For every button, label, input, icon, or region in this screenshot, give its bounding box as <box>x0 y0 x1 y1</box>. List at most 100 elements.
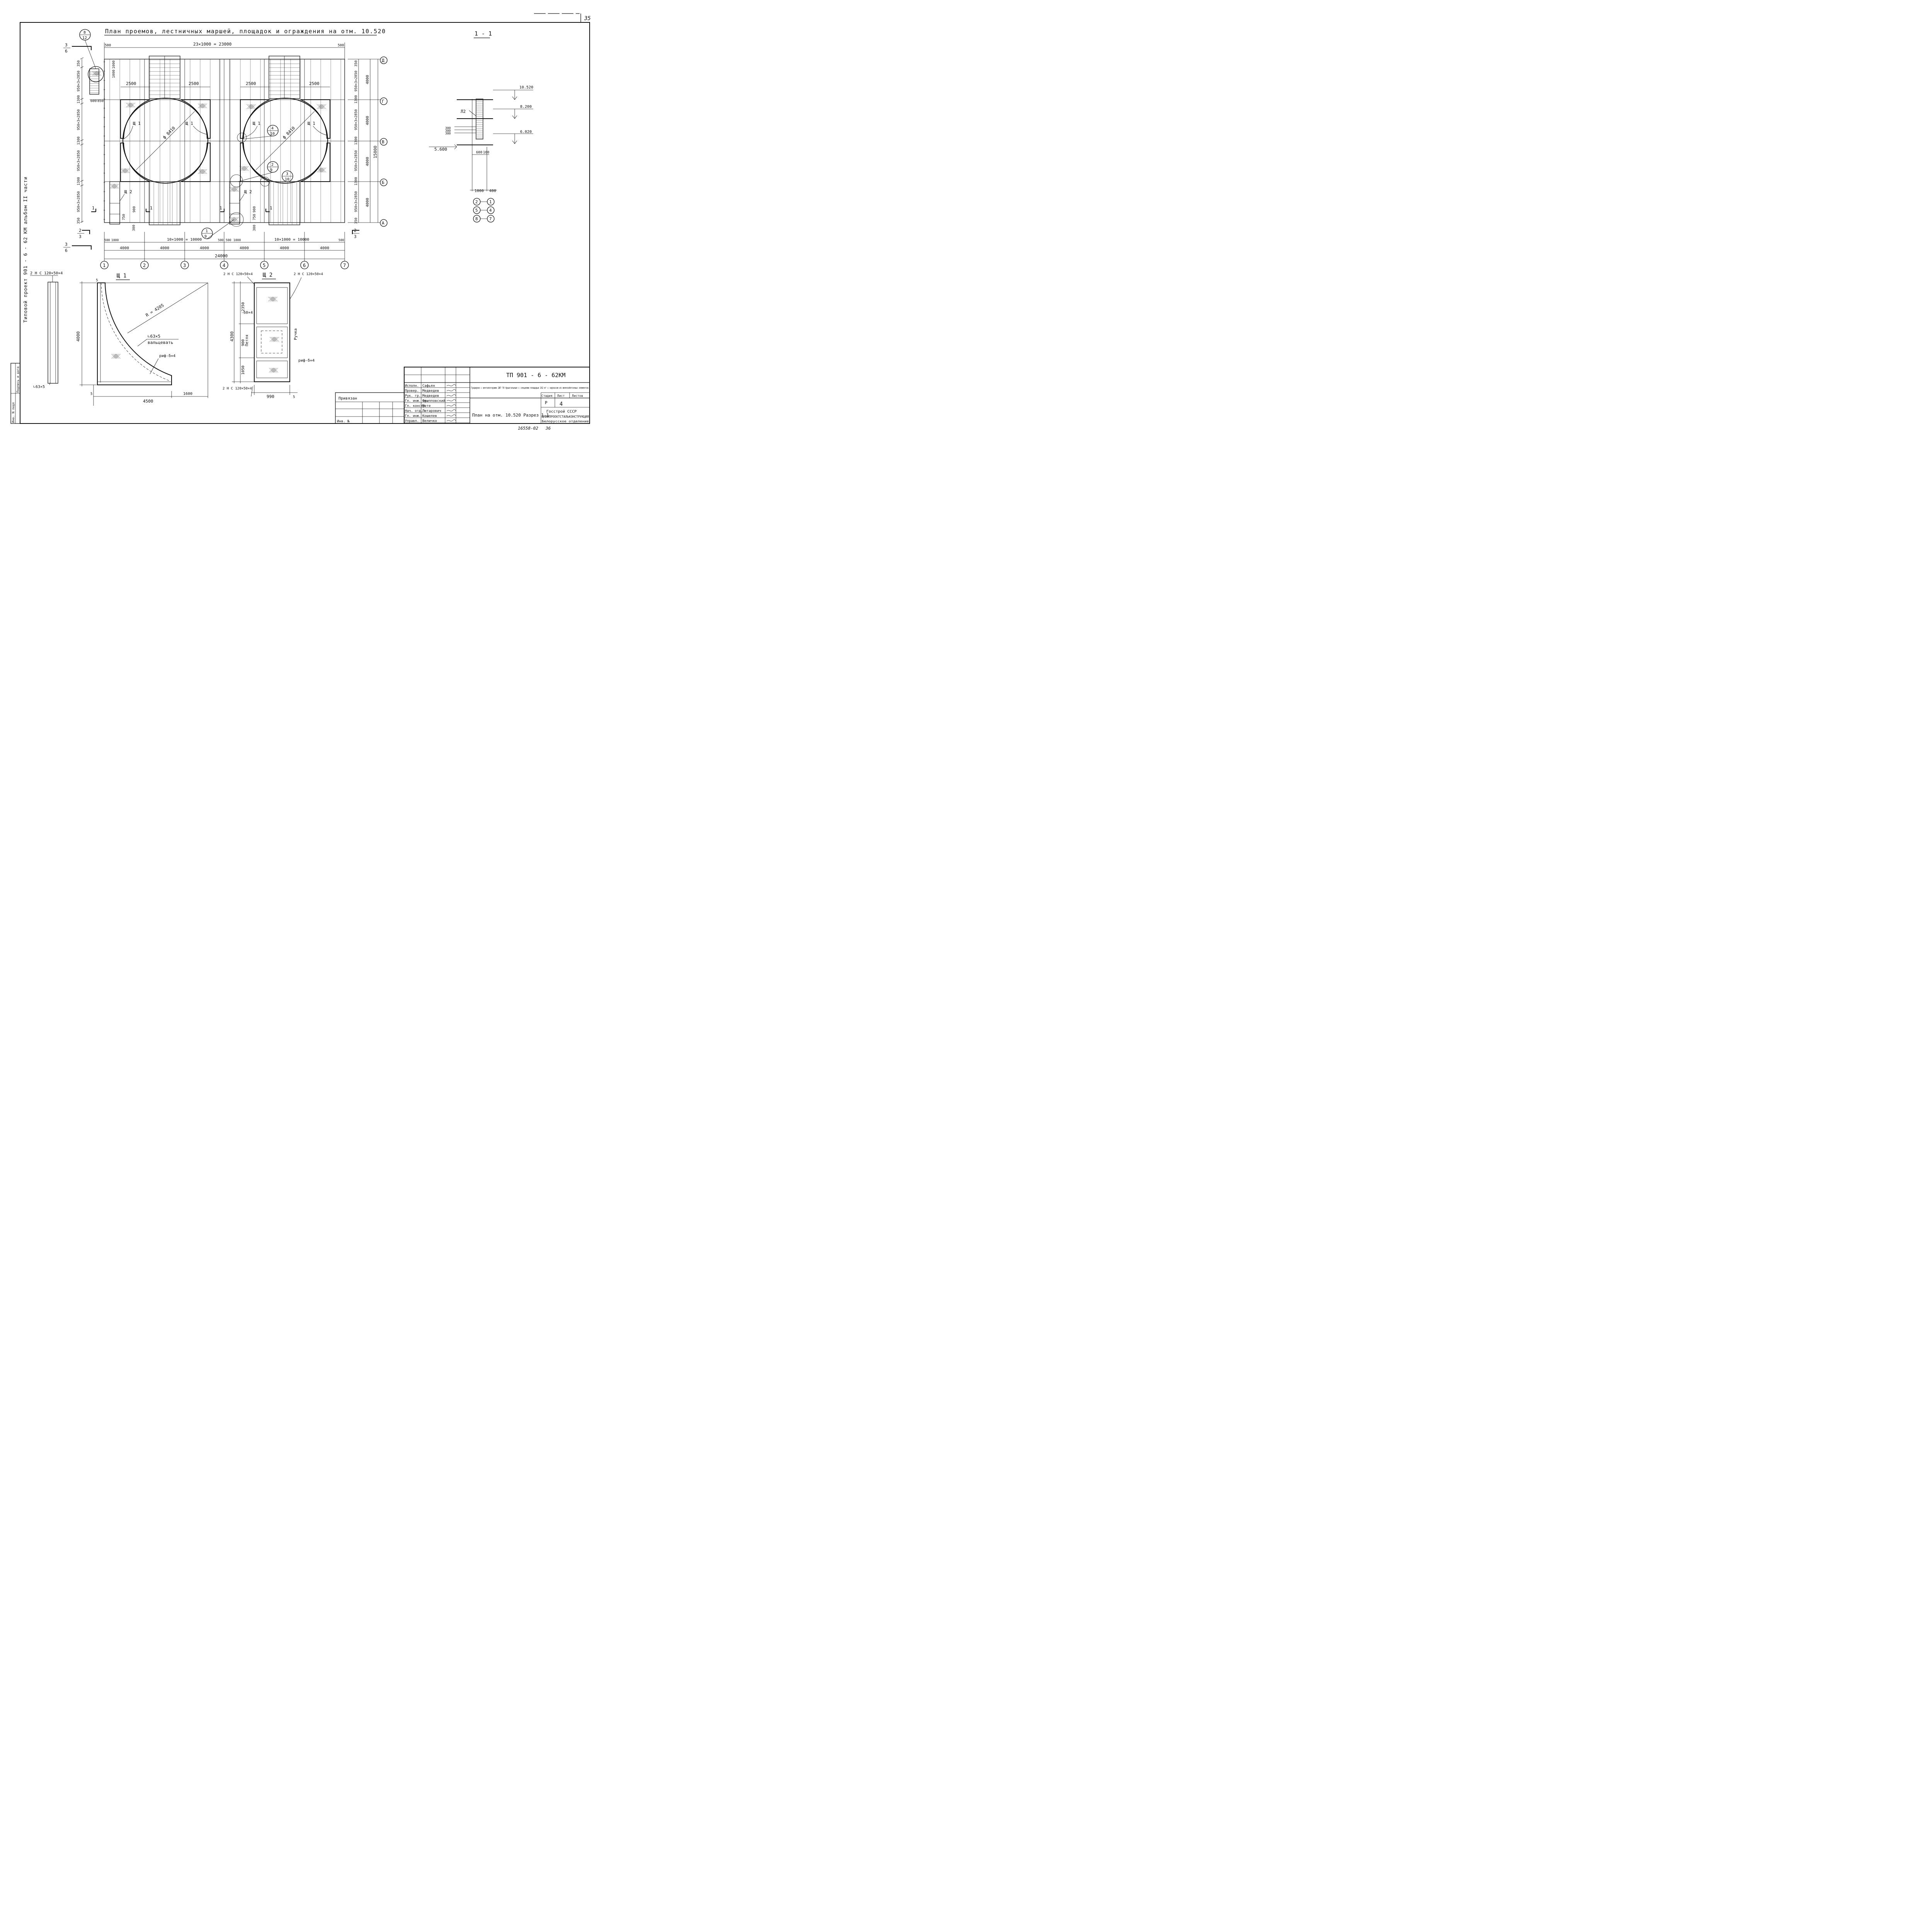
hatch-line <box>319 167 324 173</box>
sec-dim-300a: 300 <box>445 126 451 130</box>
dim-900a: 900 <box>133 206 136 213</box>
hatch-line <box>246 104 252 109</box>
tb-signature <box>446 414 456 417</box>
axis-bubble <box>300 261 309 269</box>
right-overall: 15000 <box>373 146 378 158</box>
cell-left <box>120 98 211 184</box>
hatch-line <box>244 166 249 171</box>
pair-left: 8 <box>475 216 478 221</box>
shield2-bottom-note: 2 Н С 120×50×4 <box>223 387 252 391</box>
tb-signature <box>446 399 456 401</box>
shield2-loop: Петля <box>245 335 249 346</box>
shield-label-1: Щ 1 <box>133 121 141 126</box>
axis-label: 4 <box>223 263 225 268</box>
callout-leader <box>242 136 273 139</box>
tb-code: ТП 901 - 6 - 62КМ <box>506 372 566 379</box>
tb-sheet-title: План на отм. 10.520 Разрез 1-1 <box>472 413 549 418</box>
shield2-h3: 1050 <box>241 366 245 375</box>
bottom-small-6: 500 <box>338 238 344 242</box>
hatch-line <box>109 184 115 189</box>
axis-label: 7 <box>343 263 346 268</box>
shield1-height: 4000 <box>76 332 81 342</box>
tb-signature <box>446 394 456 396</box>
tb-name: Кошелев <box>422 414 437 418</box>
shield1-top-note: 2 Н С 120×50×4 <box>30 271 63 276</box>
hatch-line <box>318 167 323 173</box>
tb-org-2: ЦНИИПРОЕКТСТАЛЬКОНСТРУКЦИЯ <box>542 415 589 418</box>
tb-signature <box>446 404 456 406</box>
view-mark-number: 3 <box>65 43 68 48</box>
view-mark-arrows <box>72 46 359 250</box>
shield-label-5: Щ 2 <box>124 189 132 194</box>
sheet-frame <box>20 13 590 424</box>
bottom-small-4: 500 <box>226 238 231 242</box>
bay-dim-label: 4000 <box>320 246 329 250</box>
hatch-line <box>316 167 322 173</box>
axis-label: А <box>382 221 384 226</box>
tb-name: Мете <box>422 404 431 408</box>
hatch-line <box>199 169 204 174</box>
tb-sheets-label: Листов <box>572 394 583 398</box>
axis-bubble <box>260 261 269 269</box>
hatch-line <box>125 168 130 173</box>
side-title: Типовой проект 901 - 6 - 62 КМ альбом II… <box>23 177 28 323</box>
pair-right: 7 <box>489 216 492 221</box>
hatch-line <box>116 354 121 359</box>
plan-top-end-right: 500 <box>338 44 344 48</box>
callout-sheet: 10 <box>270 132 275 136</box>
callout-leader <box>207 219 235 239</box>
axis-label: В <box>382 139 384 145</box>
opening-dim-2: 2500 <box>189 81 199 86</box>
axis-label: Д <box>382 58 384 63</box>
hatch-line <box>130 102 136 108</box>
callout-sheet: 9 <box>270 168 272 172</box>
dim-tick <box>80 180 84 182</box>
pair-right: 4 <box>489 208 492 213</box>
hatch-line <box>197 169 203 174</box>
cell-right <box>240 98 330 184</box>
hatch-line <box>271 367 276 373</box>
diameter-right: ф 8410 <box>282 126 296 140</box>
diameter-left: ф 8410 <box>162 126 176 140</box>
tb-role: Гл. инж. пр. <box>405 399 429 403</box>
right-dim-label: 1300 <box>354 95 358 104</box>
section-mark-3: 1 <box>219 206 222 211</box>
shield1-small-b: 5 <box>90 392 92 396</box>
left-dim-label: 1300 <box>77 136 81 145</box>
callout-leader <box>85 40 96 69</box>
shield1-title: Щ 1 <box>117 273 126 279</box>
plan-top-dim: 23×1000 = 23000 <box>193 42 231 47</box>
hatch-line <box>269 367 274 373</box>
axis-label: 5 <box>263 263 265 268</box>
axis-bubble <box>380 219 388 227</box>
hatch-line <box>126 102 131 108</box>
section-mark-1: 1 <box>92 206 95 211</box>
hatch-line <box>270 296 276 302</box>
hatch-line <box>114 184 119 189</box>
hatch-line <box>268 296 273 302</box>
left-dim-label: 950×3=2850 <box>77 191 81 212</box>
axis-label: 2 <box>143 263 146 268</box>
hatch-line <box>248 104 254 109</box>
dim-1000b: 1000 <box>112 60 116 69</box>
shield1-rif: риф-δ=4 <box>159 354 175 358</box>
hatch-line <box>229 187 235 192</box>
left-dimension-chain: 350950×3=28501300950×3=28501300950×3=285… <box>77 57 84 224</box>
hatch-line <box>271 296 277 302</box>
right-dim-label: 950×3=2850 <box>354 109 358 130</box>
callout-sheet: 9 <box>204 235 207 239</box>
elev-5600: 5.600 <box>434 147 447 152</box>
dim-600: 600 <box>90 99 97 103</box>
hatch-line <box>120 168 126 173</box>
hatch-line <box>270 367 275 373</box>
hatch-line <box>272 296 278 302</box>
tb-stage-label: Стадия <box>541 394 553 398</box>
bottom-small-5: 1000 <box>233 238 241 242</box>
side-stamp-inv: Инв. N подл <box>12 402 15 423</box>
tb-name: Окипповский <box>422 399 446 403</box>
hatch-line <box>242 166 247 171</box>
hatch-marks <box>92 71 327 222</box>
hatch-line <box>202 169 207 174</box>
pair-left: 5 <box>475 208 478 213</box>
